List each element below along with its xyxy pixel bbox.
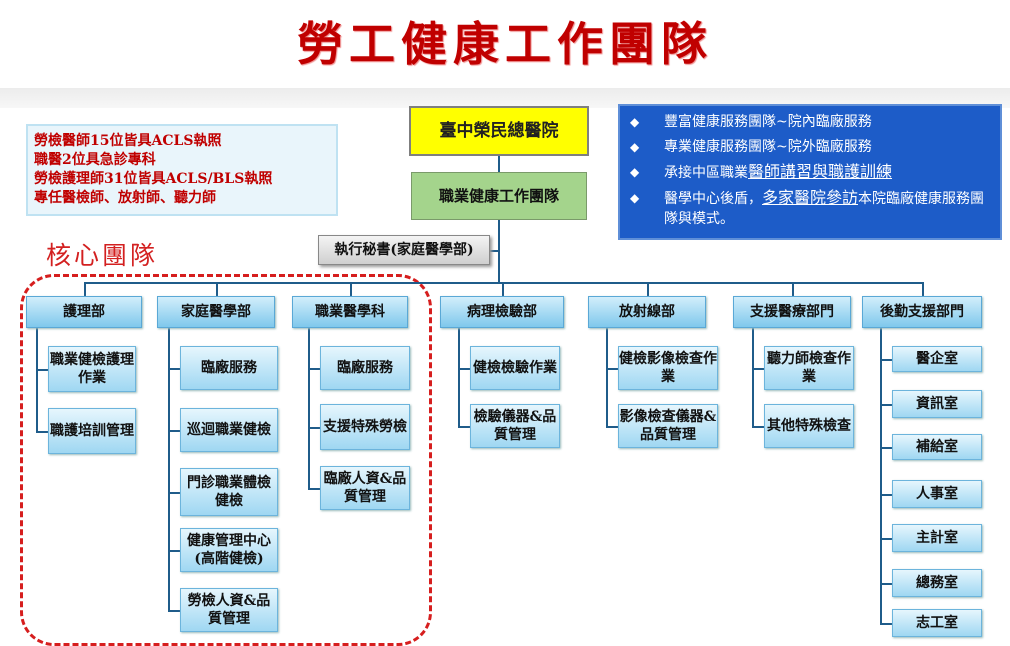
service-item: ◆承接中區職業醫師講習與職護訓練 (630, 162, 893, 181)
sub-unit-box: 檢驗儀器&品質管理 (470, 404, 560, 448)
connector-line (880, 494, 892, 496)
sub-unit-box: 補給室 (892, 434, 982, 460)
connector-line (308, 368, 320, 370)
department-header: 職業醫學科 (292, 296, 408, 328)
connector-line (606, 368, 618, 370)
diamond-bullet-icon: ◆ (630, 140, 640, 154)
connector-line (308, 488, 320, 490)
sub-unit-box: 臨廠服務 (320, 346, 410, 390)
connector-line (216, 282, 218, 296)
sub-unit-box: 支援特殊勞檢 (320, 404, 410, 450)
connector-line (84, 282, 86, 296)
diamond-bullet-icon: ◆ (630, 165, 640, 179)
sub-unit-box: 臨廠人資&品質管理 (320, 466, 410, 510)
note-line: 勞檢護理師31位皆具ACLS/BLS執照 (34, 171, 273, 187)
sub-unit-box: 職業健檢護理作業 (48, 346, 136, 392)
sub-unit-box: 其他特殊檢查 (764, 404, 854, 448)
sub-unit-box: 人事室 (892, 480, 982, 508)
connector-line (752, 426, 764, 428)
connector-line (350, 282, 352, 296)
connector-line (880, 623, 892, 625)
connector-line (168, 610, 180, 612)
sub-unit-box: 門診職業體檢健檢 (180, 468, 278, 516)
connector-line (792, 282, 794, 296)
connector-line (880, 359, 892, 361)
sub-unit-box: 臨廠服務 (180, 346, 278, 390)
department-header: 後勤支援部門 (862, 296, 982, 328)
connector-line (606, 426, 618, 428)
sub-unit-box: 巡迴職業健檢 (180, 408, 278, 452)
connector-line (880, 447, 892, 449)
sub-unit-box: 健檢檢驗作業 (470, 346, 560, 390)
connector-line (308, 328, 310, 488)
note-line: 勞檢醫師15位皆具ACLS執照 (34, 133, 222, 149)
connector-line (458, 328, 460, 426)
department-header: 放射線部 (588, 296, 706, 328)
connector-line (880, 404, 892, 406)
department-header: 家庭醫學部 (157, 296, 275, 328)
connector-line (922, 282, 924, 296)
sub-unit-box: 資訊室 (892, 390, 982, 418)
connector-line (880, 538, 892, 540)
service-item: ◆專業健康服務團隊~院外臨廠服務 (630, 139, 872, 155)
sub-unit-box: 職護培訓管理 (48, 408, 136, 454)
occupational-team-box: 職業健康工作團隊 (411, 172, 587, 220)
sub-unit-box: 健檢影像檢查作業 (618, 346, 718, 390)
department-header: 護理部 (26, 296, 142, 328)
connector-line (752, 328, 754, 426)
page-title: 勞工健康工作團隊 (297, 17, 713, 71)
secretary-box: 執行秘書(家庭醫學部) (318, 235, 490, 265)
connector-line (168, 328, 170, 610)
sub-unit-box: 志工室 (892, 609, 982, 637)
hospital-box: 臺中榮民總醫院 (409, 106, 589, 156)
header-band (0, 88, 1010, 108)
connector-line (498, 156, 500, 172)
credentials-note: 勞檢醫師15位皆具ACLS執照 職醫2位具急診專科 勞檢護理師31位皆具ACLS… (26, 124, 338, 216)
service-item: ◆豐富健康服務團隊~院內臨廠服務 (630, 114, 872, 130)
sub-unit-box: 主計室 (892, 524, 982, 552)
note-line: 專任醫檢師、放射師、聽力師 (34, 190, 216, 206)
connector-line (880, 328, 882, 623)
connector-line (752, 368, 764, 370)
diamond-bullet-icon: ◆ (630, 191, 640, 205)
connector-line (308, 427, 320, 429)
connector-line (84, 282, 924, 284)
connector-line (490, 250, 498, 252)
sub-unit-box: 醫企室 (892, 346, 982, 372)
connector-line (606, 328, 608, 426)
connector-line (36, 328, 38, 431)
connector-line (880, 583, 892, 585)
sub-unit-box: 健康管理中心(高階健檢) (180, 528, 278, 572)
department-header: 支援醫療部門 (733, 296, 851, 328)
connector-line (168, 430, 180, 432)
note-line: 職醫2位具急診專科 (34, 152, 156, 168)
connector-line (168, 492, 180, 494)
connector-line (458, 426, 470, 428)
sub-unit-box: 聽力師檢查作業 (764, 346, 854, 390)
connector-line (168, 368, 180, 370)
service-item: ◆醫學中心後盾，多家醫院參訪本院臨廠健康服務團隊與模式。 (630, 188, 985, 227)
department-header: 病理檢驗部 (440, 296, 564, 328)
sub-unit-box: 影像檢查儀器&品質管理 (618, 404, 718, 448)
sub-unit-box: 勞檢人資&品質管理 (180, 588, 278, 632)
diamond-bullet-icon: ◆ (630, 115, 640, 129)
connector-line (458, 368, 470, 370)
core-team-label: 核心團隊 (46, 241, 159, 270)
services-box: ◆豐富健康服務團隊~院內臨廠服務 ◆專業健康服務團隊~院外臨廠服務 ◆承接中區職… (618, 104, 1002, 240)
connector-line (502, 282, 504, 296)
connector-line (36, 369, 48, 371)
sub-unit-box: 總務室 (892, 569, 982, 597)
connector-line (647, 282, 649, 296)
connector-line (168, 550, 180, 552)
connector-line (36, 431, 48, 433)
connector-line (498, 220, 500, 282)
